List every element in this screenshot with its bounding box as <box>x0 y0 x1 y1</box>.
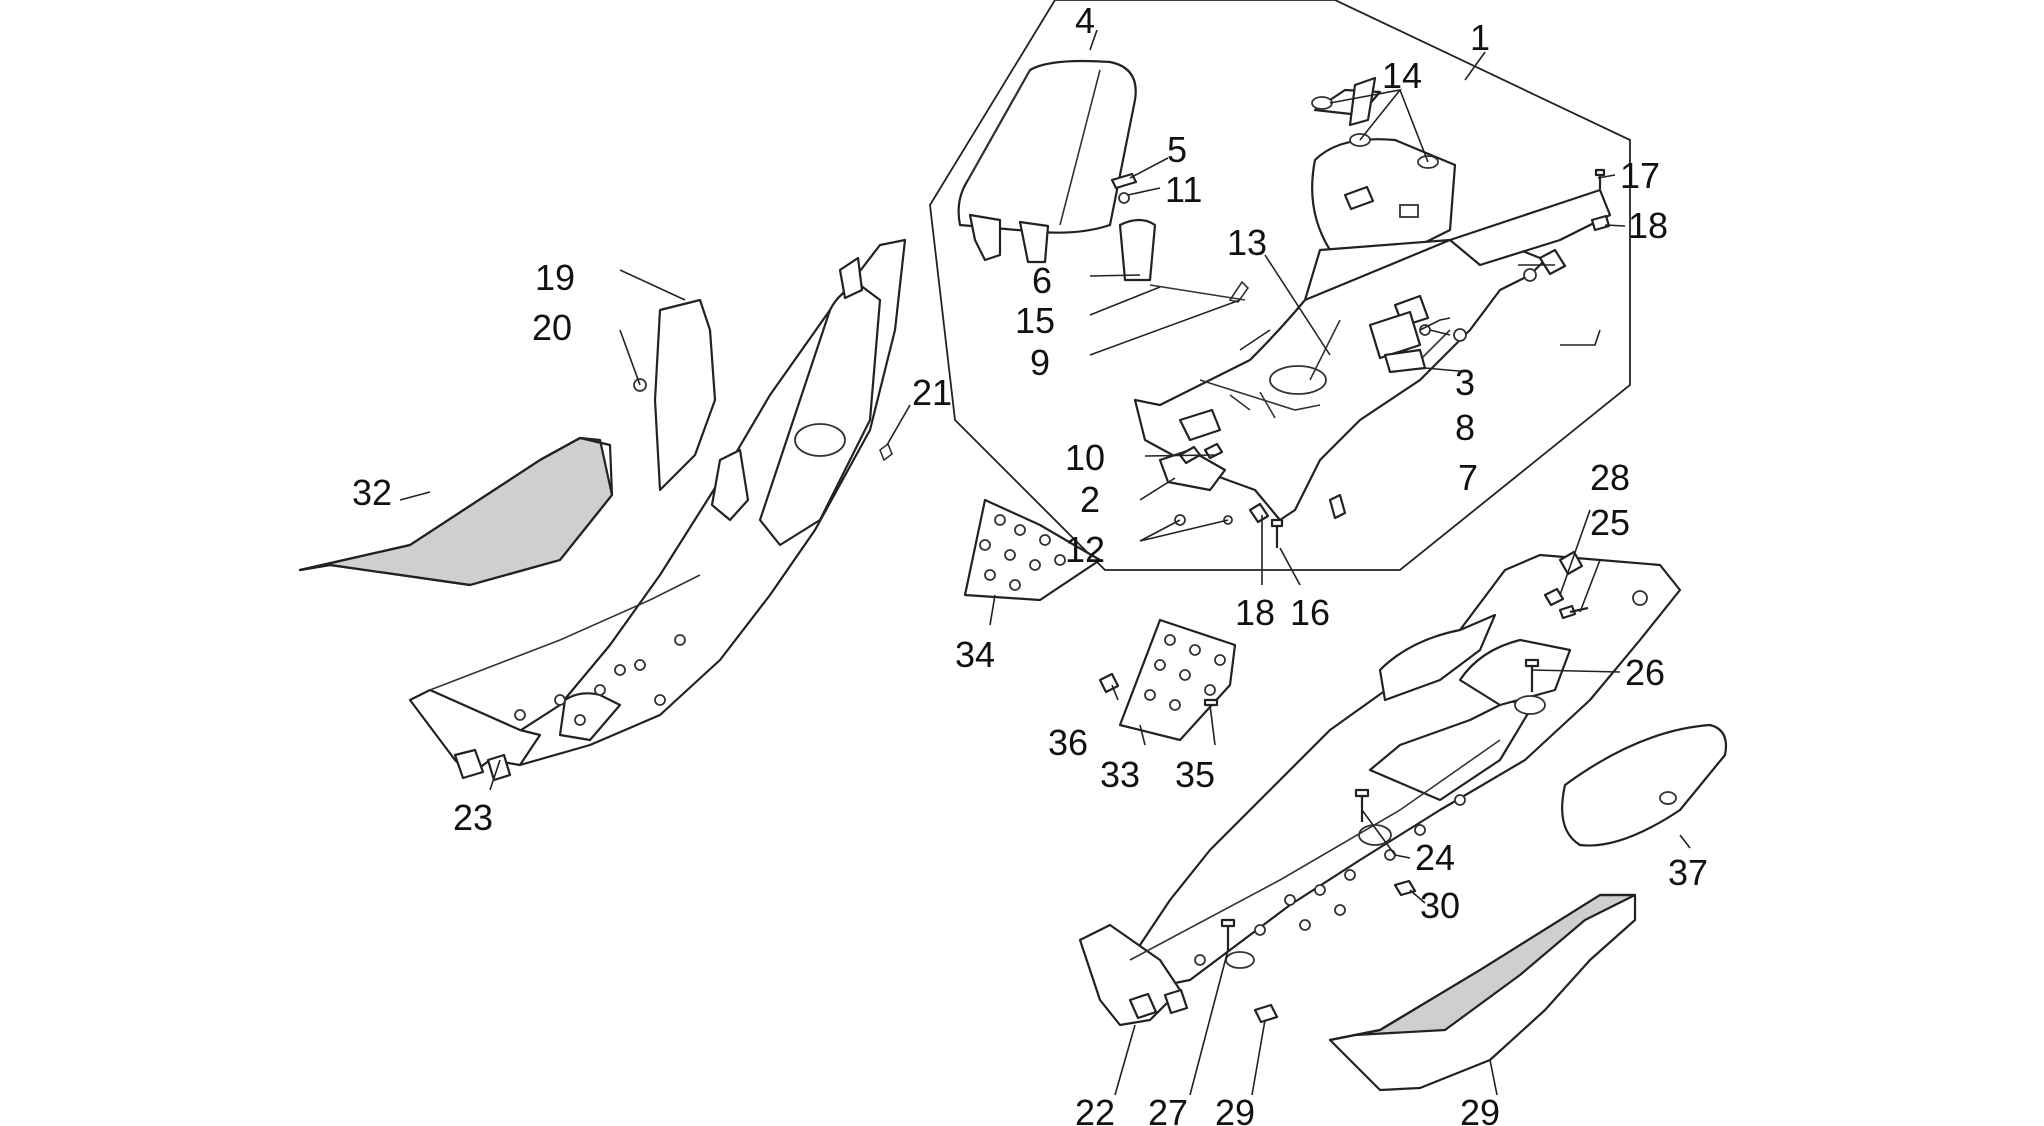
callout-1: 1 <box>1470 17 1490 58</box>
callout-19: 19 <box>535 257 575 298</box>
callout-13: 13 <box>1227 222 1267 263</box>
callout-3: 3 <box>1455 362 1475 403</box>
part-small-panel-19 <box>653 298 717 492</box>
callout-11: 11 <box>1165 169 1202 210</box>
part-screw-25 <box>1558 604 1589 620</box>
callout-12: 12 <box>1065 529 1105 570</box>
callout-15: 15 <box>1015 300 1055 341</box>
part-clip-18-lower <box>1248 502 1270 524</box>
callout-28: 28 <box>1590 457 1630 498</box>
callout-18-lower: 18 <box>1235 592 1275 633</box>
part-screw-16 <box>1270 518 1284 548</box>
part-clip-30 <box>1393 879 1417 897</box>
callout-34: 34 <box>955 634 995 675</box>
callout-36: 36 <box>1048 722 1088 763</box>
callout-18-upper: 18 <box>1628 205 1668 246</box>
callout-21: 21 <box>912 372 952 413</box>
callouts: 1 2 3 4 5 6 7 8 9 10 11 12 13 14 15 16 1… <box>352 0 1708 1126</box>
part-right-side-panel <box>1078 550 1682 1027</box>
part-clip-36 <box>1098 672 1120 694</box>
callout-7: 7 <box>1458 457 1478 498</box>
callout-27: 27 <box>1148 1092 1188 1126</box>
callout-5: 5 <box>1167 129 1187 170</box>
callout-10: 10 <box>1065 437 1105 478</box>
part-left-mat <box>298 436 614 587</box>
callout-32: 32 <box>352 472 392 513</box>
callout-35: 35 <box>1175 754 1215 795</box>
part-small-cover <box>1118 218 1157 282</box>
callout-2: 2 <box>1080 479 1100 520</box>
part-right-mat-outline <box>1328 893 1637 1092</box>
part-footplate-33 <box>1118 618 1237 742</box>
callout-29-mat: 29 <box>1460 1092 1500 1126</box>
part-fastener-11 <box>1118 192 1130 204</box>
part-screw-24 <box>1354 788 1370 822</box>
callout-22: 22 <box>1075 1092 1115 1126</box>
callout-6: 6 <box>1032 260 1052 301</box>
part-right-cover <box>1561 723 1728 847</box>
callout-30: 30 <box>1420 885 1460 926</box>
part-latch <box>1368 294 1431 374</box>
part-screw-27 <box>1220 918 1236 952</box>
callout-8: 8 <box>1455 407 1475 448</box>
callout-16: 16 <box>1290 592 1330 633</box>
callout-9: 9 <box>1030 342 1050 383</box>
part-screw-17 <box>1594 168 1606 189</box>
part-footplate-34 <box>963 498 1102 602</box>
part-clip-28 <box>1543 587 1565 607</box>
callout-29-small: 29 <box>1215 1092 1255 1126</box>
callout-37: 37 <box>1668 852 1708 893</box>
callout-23: 23 <box>453 797 493 838</box>
assembly-frame <box>929 0 1631 571</box>
leader-lines <box>399 29 1691 1096</box>
part-screw-35 <box>1203 698 1219 707</box>
callout-25: 25 <box>1590 502 1630 543</box>
callout-33: 33 <box>1100 754 1140 795</box>
part-left-side-panel <box>408 238 907 782</box>
callout-4: 4 <box>1075 0 1095 41</box>
part-inner-body <box>1133 76 1612 522</box>
callout-26: 26 <box>1625 652 1665 693</box>
callout-24: 24 <box>1415 837 1455 878</box>
callout-20: 20 <box>532 307 572 348</box>
callout-17: 17 <box>1620 155 1660 196</box>
callout-14: 14 <box>1382 55 1422 96</box>
part-lid <box>957 59 1137 264</box>
part-clip-29-small <box>1253 1003 1279 1024</box>
part-clip-21 <box>879 442 893 462</box>
part-pin <box>1149 284 1246 301</box>
part-left-mat-top <box>298 436 614 587</box>
